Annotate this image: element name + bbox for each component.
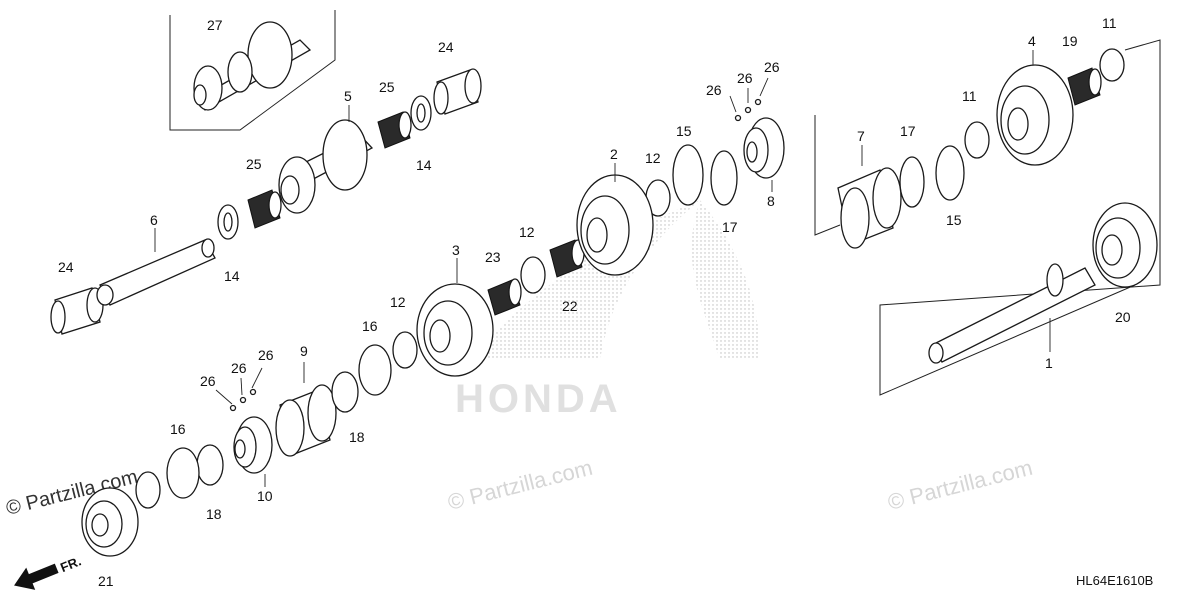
frame-top-left [169, 10, 336, 131]
label-12-lower: 12 [390, 294, 406, 310]
needle-bearing-24 [433, 68, 482, 115]
label-8: 8 [767, 193, 775, 209]
label-3: 3 [452, 242, 460, 258]
partzilla-watermark: © Partzilla.com [885, 455, 1035, 515]
gear-cluster-5 [278, 119, 374, 214]
gear-3 [416, 283, 494, 377]
output-shaft-1 [928, 263, 1096, 364]
label-7: 7 [857, 128, 865, 144]
washer-14-hole [416, 103, 426, 123]
ball-bearing-20 [1092, 202, 1158, 288]
label-24-upper: 24 [438, 39, 454, 55]
mainshaft-6 [96, 238, 216, 306]
needle-bearing-25 [377, 111, 412, 149]
gear-10 [233, 416, 273, 474]
ball-26 [229, 404, 237, 412]
ball-26 [754, 98, 762, 106]
ball-26 [249, 388, 257, 396]
leader-lines [154, 50, 1051, 487]
label-19: 19 [1062, 33, 1078, 49]
front-direction-arrow: FR. [14, 553, 83, 590]
washer-14-lower-hole [223, 212, 233, 232]
label-20: 20 [1115, 309, 1131, 325]
label-27: 27 [207, 17, 223, 33]
snap-ring-18 [331, 371, 359, 413]
label-16-mid: 16 [362, 318, 378, 334]
ball-26 [734, 114, 742, 122]
label-4: 4 [1028, 33, 1036, 49]
circlip-16-lower [166, 447, 200, 499]
label-25-upper: 25 [379, 79, 395, 95]
honda-watermark-text: HONDA [455, 377, 622, 421]
label-15-left: 15 [676, 123, 692, 139]
label-23: 23 [485, 249, 501, 265]
needle-bearing-24-lower [50, 287, 104, 335]
needle-bearing-23 [487, 278, 522, 316]
circlip-16 [358, 344, 392, 396]
label-6: 6 [150, 212, 158, 228]
label-10: 10 [257, 488, 273, 504]
label-16-lower: 16 [170, 421, 186, 437]
frame-output-shaft [879, 39, 1161, 396]
ball-bearing-21 [81, 487, 139, 557]
gear-8 [743, 117, 785, 179]
label-21: 21 [98, 573, 114, 589]
needle-bearing-22 [549, 239, 585, 278]
frame-right [814, 115, 841, 236]
needle-bearing-19 [1067, 67, 1102, 106]
snap-ring-18-lower [196, 444, 224, 486]
label-14-lower: 14 [224, 268, 240, 284]
label-12-upper: 12 [645, 150, 661, 166]
label-18-mid: 18 [349, 429, 365, 445]
washer-11-upper [1099, 48, 1125, 82]
washer-12-lower [392, 331, 418, 369]
label-26: 26 [706, 82, 722, 98]
label-25-lower: 25 [246, 156, 262, 172]
shift-hub-7 [837, 167, 902, 249]
washer-12 [520, 256, 546, 294]
circlip-15-right [935, 145, 965, 201]
label-22: 22 [562, 298, 578, 314]
circlip-15 [672, 144, 704, 206]
label-15-right: 15 [946, 212, 962, 228]
washer-11 [964, 121, 990, 159]
label-17-right: 17 [900, 123, 916, 139]
label-12-mid: 12 [519, 224, 535, 240]
label-26: 26 [737, 70, 753, 86]
snap-ring-17-right [899, 156, 925, 208]
partzilla-watermark: © Partzilla.com [445, 455, 595, 515]
countershaft-gear-27 [193, 21, 312, 111]
needle-bearing-25-lower [247, 189, 282, 229]
label-26: 26 [258, 347, 274, 363]
front-direction-label: FR. [58, 553, 83, 575]
label-1: 1 [1045, 355, 1053, 371]
label-2: 2 [610, 146, 618, 162]
snap-ring-17 [710, 150, 738, 206]
label-11-lower: 11 [962, 88, 977, 104]
diagram-code: HL64E1610B [1076, 573, 1153, 588]
shift-hub-9 [275, 384, 337, 457]
label-5: 5 [344, 88, 352, 104]
ball-26 [239, 396, 247, 404]
ball-26 [744, 106, 752, 114]
label-26: 26 [231, 360, 247, 376]
part-labels: 1 2 3 4 5 6 7 8 9 10 11 11 12 12 12 14 1… [58, 15, 1131, 589]
gear-2 [576, 174, 654, 276]
washer-12-bottom [135, 471, 161, 509]
label-24-lower: 24 [58, 259, 74, 275]
label-14-upper: 14 [416, 157, 432, 173]
label-26: 26 [764, 59, 780, 75]
label-26: 26 [200, 373, 216, 389]
label-11-upper: 11 [1102, 15, 1117, 31]
label-9: 9 [300, 343, 308, 359]
label-17-left: 17 [722, 219, 738, 235]
gear-4 [996, 64, 1074, 166]
label-18-lower: 18 [206, 506, 222, 522]
